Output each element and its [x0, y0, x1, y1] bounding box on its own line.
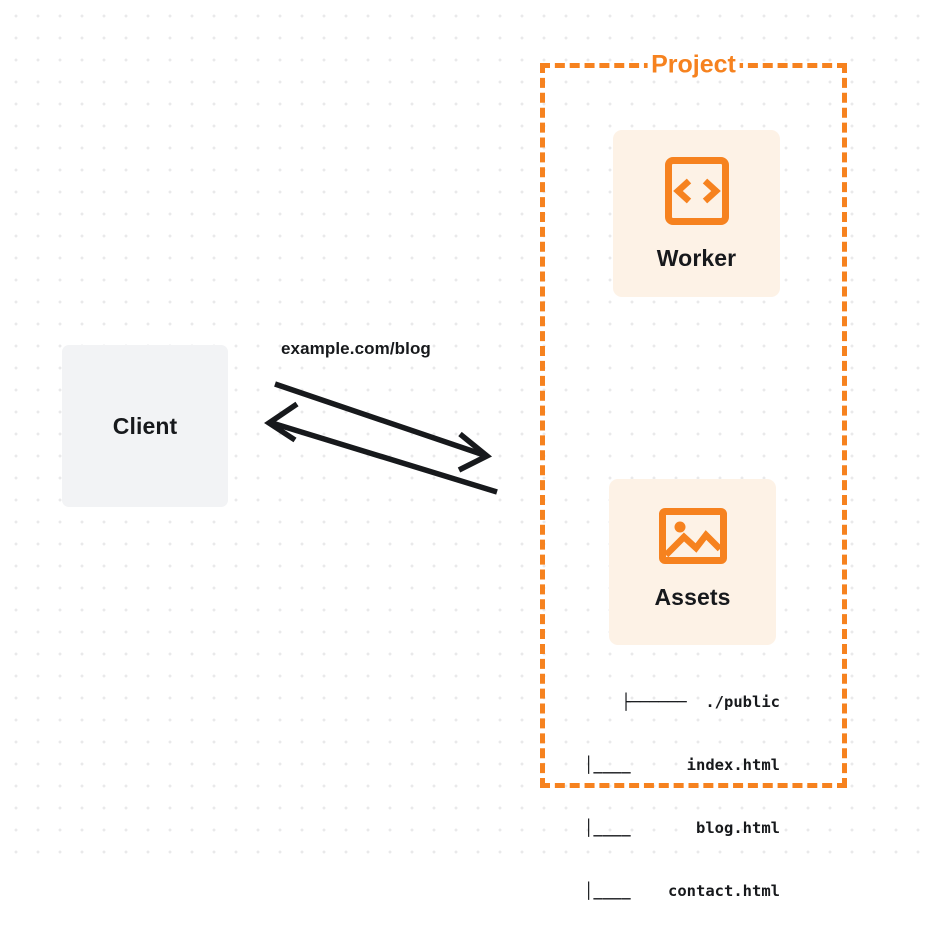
- edge-request: [274, 381, 493, 473]
- node-worker-label: Worker: [656, 245, 737, 271]
- image-picture-icon: [658, 507, 728, 570]
- node-client-label: Client: [112, 412, 178, 439]
- file-tree-row: │____ blog.html: [584, 819, 780, 837]
- edge-request-label: example.com/blog: [281, 339, 431, 358]
- edge-response: [264, 401, 498, 495]
- diagram-canvas: Client example.com/blog Project Worker: [62, 52, 847, 900]
- group-project-title: Project: [647, 52, 740, 78]
- group-project: Project: [540, 52, 847, 788]
- file-tree-row: ├────── ./public: [621, 693, 780, 711]
- node-assets[interactable]: Assets: [609, 479, 776, 645]
- file-tree-row: │____ contact.html: [584, 882, 780, 900]
- code-brackets-icon: [664, 156, 730, 231]
- asset-file-tree: ├────── ./public │____ index.html │____ …: [540, 650, 847, 944]
- node-assets-label: Assets: [654, 584, 731, 610]
- node-worker[interactable]: Worker: [613, 130, 780, 297]
- node-client[interactable]: Client: [62, 345, 228, 507]
- file-tree-row: │____ index.html: [584, 756, 780, 774]
